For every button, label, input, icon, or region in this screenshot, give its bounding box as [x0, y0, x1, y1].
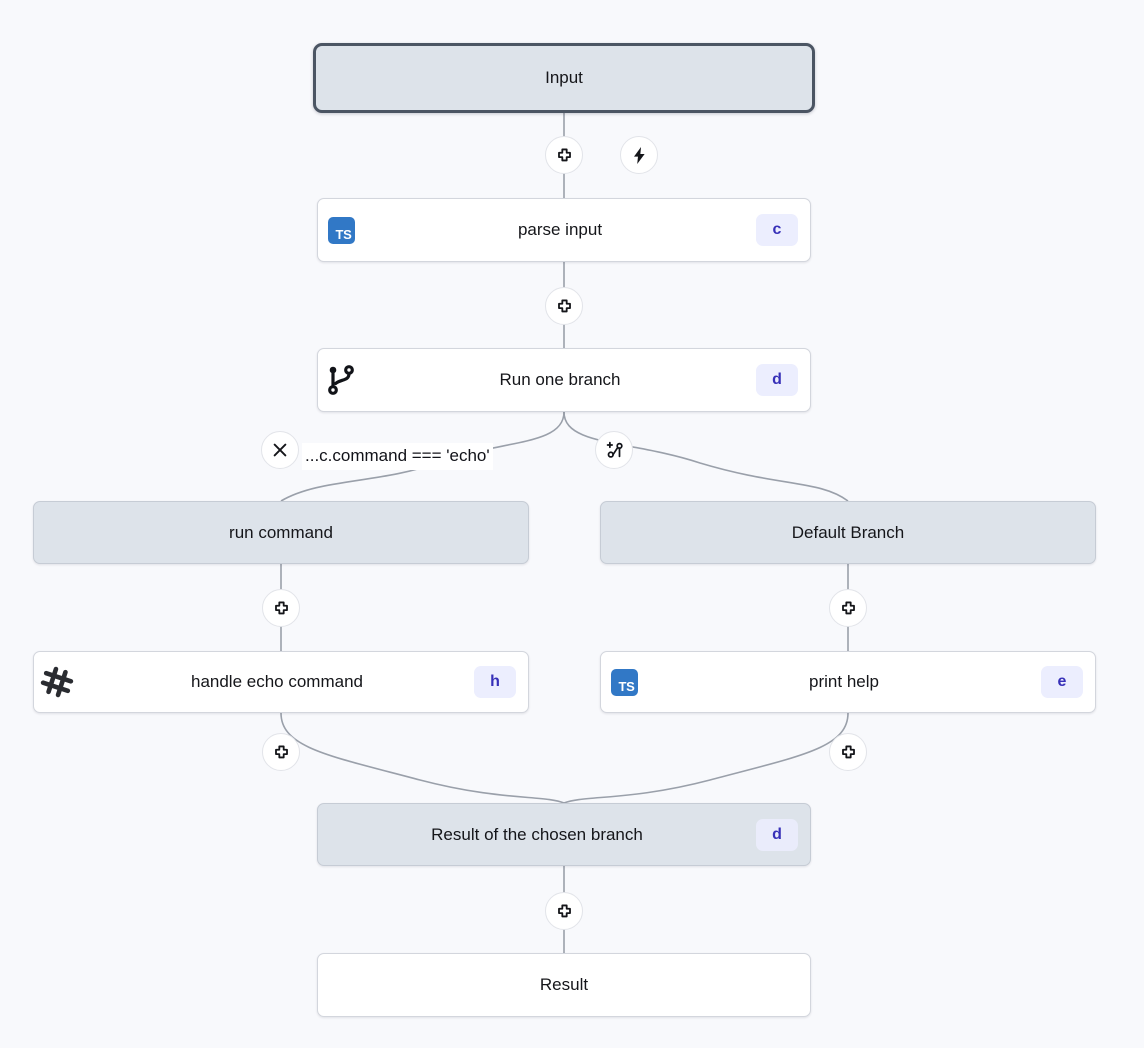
node-parse-input-label: parse input — [517, 220, 603, 239]
node-default-branch-label: Default Branch — [791, 522, 905, 542]
node-run-one-branch-label: Run one branch — [499, 370, 621, 389]
git-branch-icon-glyph — [328, 365, 354, 395]
node-result-of-chosen-branch[interactable]: Result of the chosen branch d — [317, 803, 811, 866]
node-run-one-branch-badge: d — [756, 364, 798, 396]
bash-hash-icon — [34, 665, 80, 699]
plus-icon — [557, 904, 571, 917]
close-x-icon — [273, 443, 287, 457]
plus-icon — [274, 745, 288, 758]
edge-printhelp-to-result — [563, 712, 849, 804]
typescript-icon-text: TS — [610, 668, 638, 696]
node-parse-input[interactable]: TS parse input c — [317, 198, 811, 262]
node-print-help-label: print help — [809, 672, 879, 691]
branch-condition-label[interactable]: ...c.command === 'echo' — [302, 443, 493, 470]
add-step-button-right[interactable] — [829, 589, 867, 627]
node-run-command[interactable]: run command — [33, 501, 529, 564]
node-result-of-chosen-branch-badge: d — [756, 818, 798, 851]
remove-branch-button[interactable] — [261, 431, 299, 469]
node-default-branch[interactable]: Default Branch — [600, 501, 1096, 564]
git-branch-icon — [318, 365, 364, 395]
node-handle-echo-command-badge: h — [474, 666, 516, 698]
add-step-button-parse[interactable] — [545, 287, 583, 325]
typescript-icon: TS — [601, 668, 647, 696]
lightning-bolt-icon — [633, 146, 645, 164]
add-step-button-result[interactable] — [545, 892, 583, 930]
add-step-button-left-lower[interactable] — [262, 733, 300, 771]
node-result[interactable]: Result — [317, 953, 811, 1017]
bash-hash-icon-glyph — [40, 666, 74, 698]
node-print-help-badge: e — [1041, 666, 1083, 698]
node-print-help[interactable]: TS print help e — [600, 651, 1096, 713]
plus-icon — [841, 601, 855, 614]
node-result-of-chosen-branch-label: Result of the chosen branch — [431, 824, 643, 844]
node-handle-echo-command[interactable]: handle echo command h — [33, 651, 529, 713]
plus-icon — [557, 148, 571, 161]
node-result-label: Result — [539, 975, 589, 994]
node-run-command-label: run command — [229, 522, 333, 542]
add-step-button-input[interactable] — [545, 136, 583, 174]
add-branch-icon — [606, 441, 623, 458]
typescript-icon: TS — [318, 216, 364, 244]
add-step-button-right-lower[interactable] — [829, 733, 867, 771]
trigger-button[interactable] — [620, 136, 658, 174]
typescript-icon-text: TS — [327, 216, 355, 244]
node-input[interactable]: Input — [313, 43, 815, 113]
plus-icon — [274, 601, 288, 614]
add-step-button-left[interactable] — [262, 589, 300, 627]
node-handle-echo-command-label: handle echo command — [190, 672, 363, 691]
plus-icon — [841, 745, 855, 758]
add-branch-button[interactable] — [595, 431, 633, 469]
plus-icon — [557, 299, 571, 312]
node-run-one-branch[interactable]: Run one branch d — [317, 348, 811, 412]
node-input-label: Input — [545, 68, 583, 87]
node-parse-input-badge: c — [756, 214, 798, 246]
edge-handle-to-result — [280, 712, 565, 804]
